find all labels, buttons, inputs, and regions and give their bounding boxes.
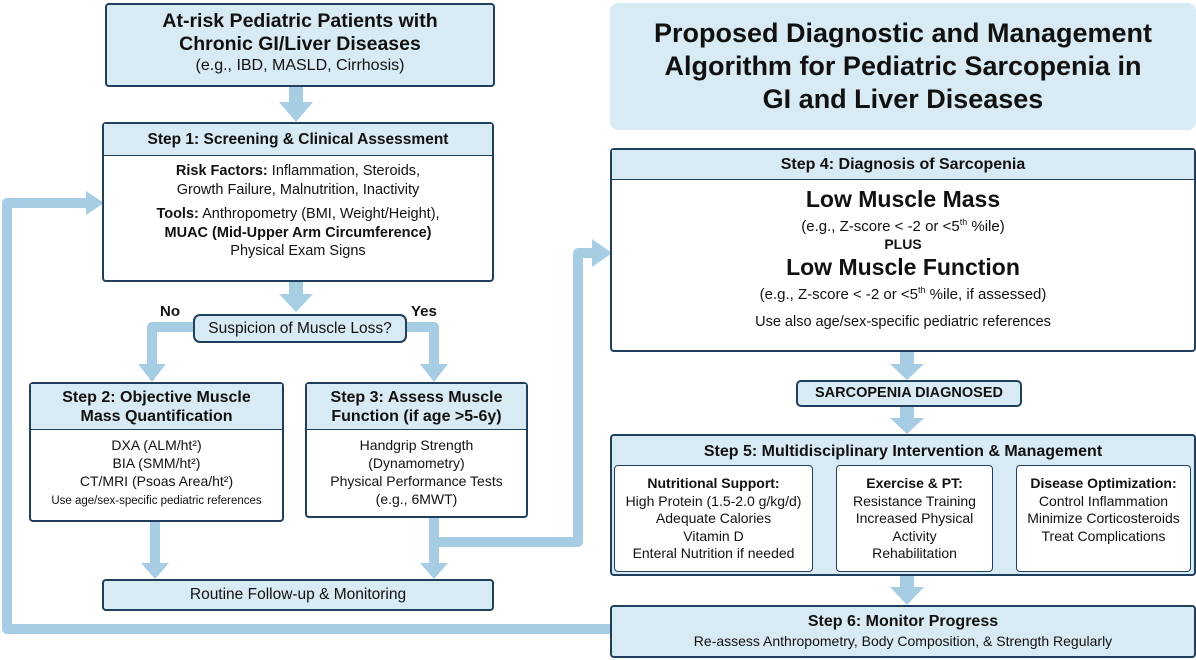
muac-text: MUAC (Mid-Upper Arm Circumference)	[164, 224, 432, 241]
patients-example: (e.g., IBD, MASLD, Cirrhosis)	[195, 57, 405, 74]
step3-to-step4-line	[434, 248, 592, 547]
arrow-head-step4	[592, 239, 612, 267]
step2-header: Step 2: Objective Muscle Mass Quantifica…	[31, 384, 282, 430]
plus-label: PLUS	[884, 236, 922, 252]
yes-label: Yes	[411, 303, 437, 320]
disease-item-inflammation: Control Inflammation	[1038, 492, 1169, 509]
exercise-box: Exercise & PT: Resistance Training Incre…	[836, 465, 993, 572]
disease-box: Disease Optimization: Control Inflammati…	[1016, 465, 1191, 572]
step1-header: Step 1: Screening & Clinical Assessment	[104, 124, 492, 156]
arrow-head-loop	[86, 191, 104, 215]
nutrition-item-protein: High Protein (1.5-2.0 g/kg/d)	[625, 492, 802, 509]
step2-item-dxa: DXA (ALM/ht²)	[111, 437, 202, 453]
decision-box: Suspicion of Muscle Loss?	[193, 314, 407, 343]
nutrition-box: Nutritional Support: High Protein (1.5-2…	[614, 465, 813, 572]
nutrition-item-vitamin-d: Vitamin D	[683, 527, 744, 544]
followup-box: Routine Follow-up & Monitoring	[102, 579, 494, 611]
followup-label: Routine Follow-up & Monitoring	[189, 586, 407, 603]
step1-box: Step 1: Screening & Clinical Assessment …	[102, 122, 494, 282]
exercise-item-activity: Activity	[892, 527, 937, 544]
step3-box: Step 3: Assess Muscle Function (if age >…	[305, 382, 528, 518]
disease-item-corticosteroids: Minimize Corticosteroids	[1027, 510, 1180, 526]
exercise-item-resistance: Resistance Training	[853, 492, 976, 509]
step2-item-bia: BIA (SMM/ht²)	[112, 455, 201, 471]
step3-header-line-1: Step 3: Assess Muscle	[330, 389, 503, 406]
step6-box: Step 6: Monitor Progress Re-assess Anthr…	[610, 605, 1196, 658]
low-muscle-function-title: Low Muscle Function	[786, 254, 1020, 280]
step2-box: Step 2: Objective Muscle Mass Quantifica…	[29, 382, 284, 522]
arrow-step5-to-step6	[890, 576, 924, 605]
step3-item-6mwt: (e.g., 6MWT)	[375, 491, 458, 507]
arrow-step4-to-diagnosed	[890, 352, 924, 380]
step6-header: Step 6: Monitor Progress	[807, 613, 999, 630]
exercise-title: Exercise & PT:	[866, 475, 963, 491]
tools-text: Anthropometry (BMI, Weight/Height),	[202, 206, 440, 222]
arrow-head-no	[138, 364, 166, 382]
patients-line-1: At-risk Pediatric Patients with	[162, 10, 438, 32]
sarcopenia-diagnosed-label: SARCOPENIA DIAGNOSED	[815, 385, 1003, 401]
step5-header: Step 5: Multidisciplinary Intervention &…	[703, 443, 1103, 460]
risk-factors-text-1: Inflammation, Steroids,	[271, 163, 421, 179]
step3-item-dynamometry: (Dynamometry)	[368, 455, 465, 471]
title-line-3: GI and Liver Diseases	[762, 84, 1044, 114]
step6-text: Re-assess Anthropometry, Body Compositio…	[693, 633, 1113, 649]
step4-note: Use also age/sex-specific pediatric refe…	[755, 314, 1051, 330]
step2-note: Use age/sex-specific pediatric reference…	[51, 495, 262, 507]
disease-item-complications: Treat Complications	[1041, 527, 1166, 544]
nutrition-item-calories: Adequate Calories	[655, 510, 772, 526]
tools-label: Tools:	[156, 206, 199, 222]
disease-title: Disease Optimization:	[1030, 475, 1177, 491]
nutrition-item-enteral: Enteral Nutrition if needed	[632, 545, 795, 561]
step3-item-performance: Physical Performance Tests	[330, 473, 503, 489]
step4-header: Step 4: Diagnosis of Sarcopenia	[612, 150, 1194, 180]
arrow-patients-to-step1	[279, 87, 313, 122]
risk-factors-text-2: Growth Failure, Malnutrition, Inactivity	[176, 181, 420, 198]
no-branch-line	[147, 322, 195, 364]
patients-line-2: Chronic GI/Liver Diseases	[179, 33, 421, 55]
arrow-head-step3-down	[420, 563, 448, 579]
exercise-item-increased: Increased Physical	[855, 510, 974, 526]
nutrition-title: Nutritional Support:	[647, 475, 780, 491]
physical-exam-text: Physical Exam Signs	[230, 243, 366, 259]
step3-header-line-2: Function (if age >5-6y)	[331, 408, 502, 425]
diagram-title: Proposed Diagnostic and Management Algor…	[610, 3, 1196, 130]
yes-branch-line	[405, 322, 439, 364]
patients-box: At-risk Pediatric Patients with Chronic …	[105, 3, 495, 87]
exercise-item-rehabilitation: Rehabilitation	[872, 545, 957, 561]
title-line-1: Proposed Diagnostic and Management	[653, 18, 1153, 48]
arrow-diagnosed-to-step5	[890, 406, 924, 434]
sarcopenia-diagnosed-badge: SARCOPENIA DIAGNOSED	[796, 380, 1022, 407]
title-line-2: Algorithm for Pediatric Sarcopenia in	[664, 51, 1142, 81]
low-muscle-mass-title: Low Muscle Mass	[805, 186, 1001, 212]
step3-header: Step 3: Assess Muscle Function (if age >…	[307, 384, 526, 430]
low-muscle-mass-subtitle: (e.g., Z-score < -2 or <5th %ile)	[801, 217, 1005, 235]
arrow-head-step2-down	[141, 563, 169, 579]
arrow-step1-to-decision	[279, 282, 313, 312]
decision-question: Suspicion of Muscle Loss?	[208, 320, 392, 337]
arrow-head-yes	[420, 364, 448, 382]
step2-item-ctmri: CT/MRI (Psoas Area/ht²)	[79, 473, 234, 489]
low-muscle-function-subtitle: (e.g., Z-score < -2 or <5th %ile, if ass…	[759, 285, 1047, 303]
step2-header-line-1: Step 2: Objective Muscle	[62, 389, 251, 406]
risk-factors-label: Risk Factors:	[175, 163, 268, 179]
step2-header-line-2: Mass Quantification	[80, 408, 233, 425]
step3-item-handgrip: Handgrip Strength	[359, 437, 474, 453]
feedback-loop-line	[2, 198, 611, 634]
step4-box: Step 4: Diagnosis of Sarcopenia Low Musc…	[610, 148, 1196, 352]
no-label: No	[160, 303, 180, 320]
